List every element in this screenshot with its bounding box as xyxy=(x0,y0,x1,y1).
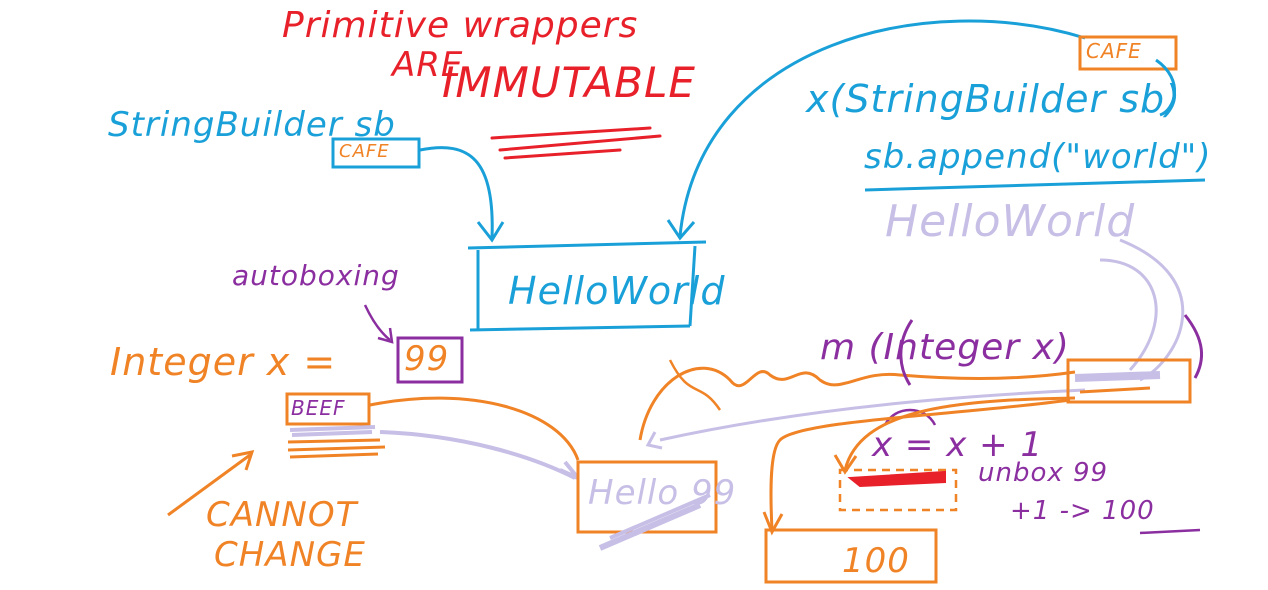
stringbuilder-decl-left: StringBuilder sb xyxy=(108,105,396,145)
result-100-text: 100 xyxy=(842,541,910,581)
cafe-address-right: CAFE xyxy=(1086,39,1142,63)
title-primitive-wrappers: Primitive wrappers xyxy=(282,5,639,46)
autoboxing-label: autoboxing xyxy=(232,259,400,292)
arrow-cafe-right-to-object xyxy=(678,19,1086,237)
value-99: 99 xyxy=(404,339,450,379)
cannot-label: CANNOT xyxy=(206,495,358,535)
ghost-hello-world: HelloWorld xyxy=(885,196,1136,247)
hello99-box xyxy=(576,460,718,534)
title-are: ARE xyxy=(392,45,464,85)
cafe-box-right xyxy=(1078,35,1178,71)
title-immutable: IMMUTABLE xyxy=(442,58,696,107)
temp-box-dashed xyxy=(838,468,958,512)
wavy-scribble xyxy=(638,366,1076,441)
beef-address: BEEF xyxy=(291,396,346,420)
value-99-box xyxy=(396,336,464,384)
increment-expression: x = x + 1 xyxy=(872,425,1044,465)
result-100-box xyxy=(764,528,938,584)
cafe-address-left: CAFE xyxy=(339,141,390,162)
unbox-label: unbox 99 xyxy=(978,458,1109,488)
beef-box xyxy=(285,392,371,426)
plus-one-label: +1 -> 100 xyxy=(1010,496,1155,526)
change-label: CHANGE xyxy=(214,535,366,575)
append-call: sb.append("world") xyxy=(864,137,1212,177)
hello99-object-text: Hello 99 xyxy=(588,473,737,513)
method-signature-sb: x(StringBuilder sb) xyxy=(806,77,1181,121)
method-signature-integer: m (Integer x) xyxy=(820,327,1070,368)
integer-x-address-box xyxy=(1066,358,1192,404)
integer-declaration: Integer x = xyxy=(110,340,337,384)
immutable-underline xyxy=(490,126,662,160)
hello-world-object-box xyxy=(467,240,707,332)
arrow-cafe-left-to-object xyxy=(419,146,494,239)
hello-world-object-text: HelloWorld xyxy=(508,269,726,313)
cafe-box-left xyxy=(331,137,421,169)
